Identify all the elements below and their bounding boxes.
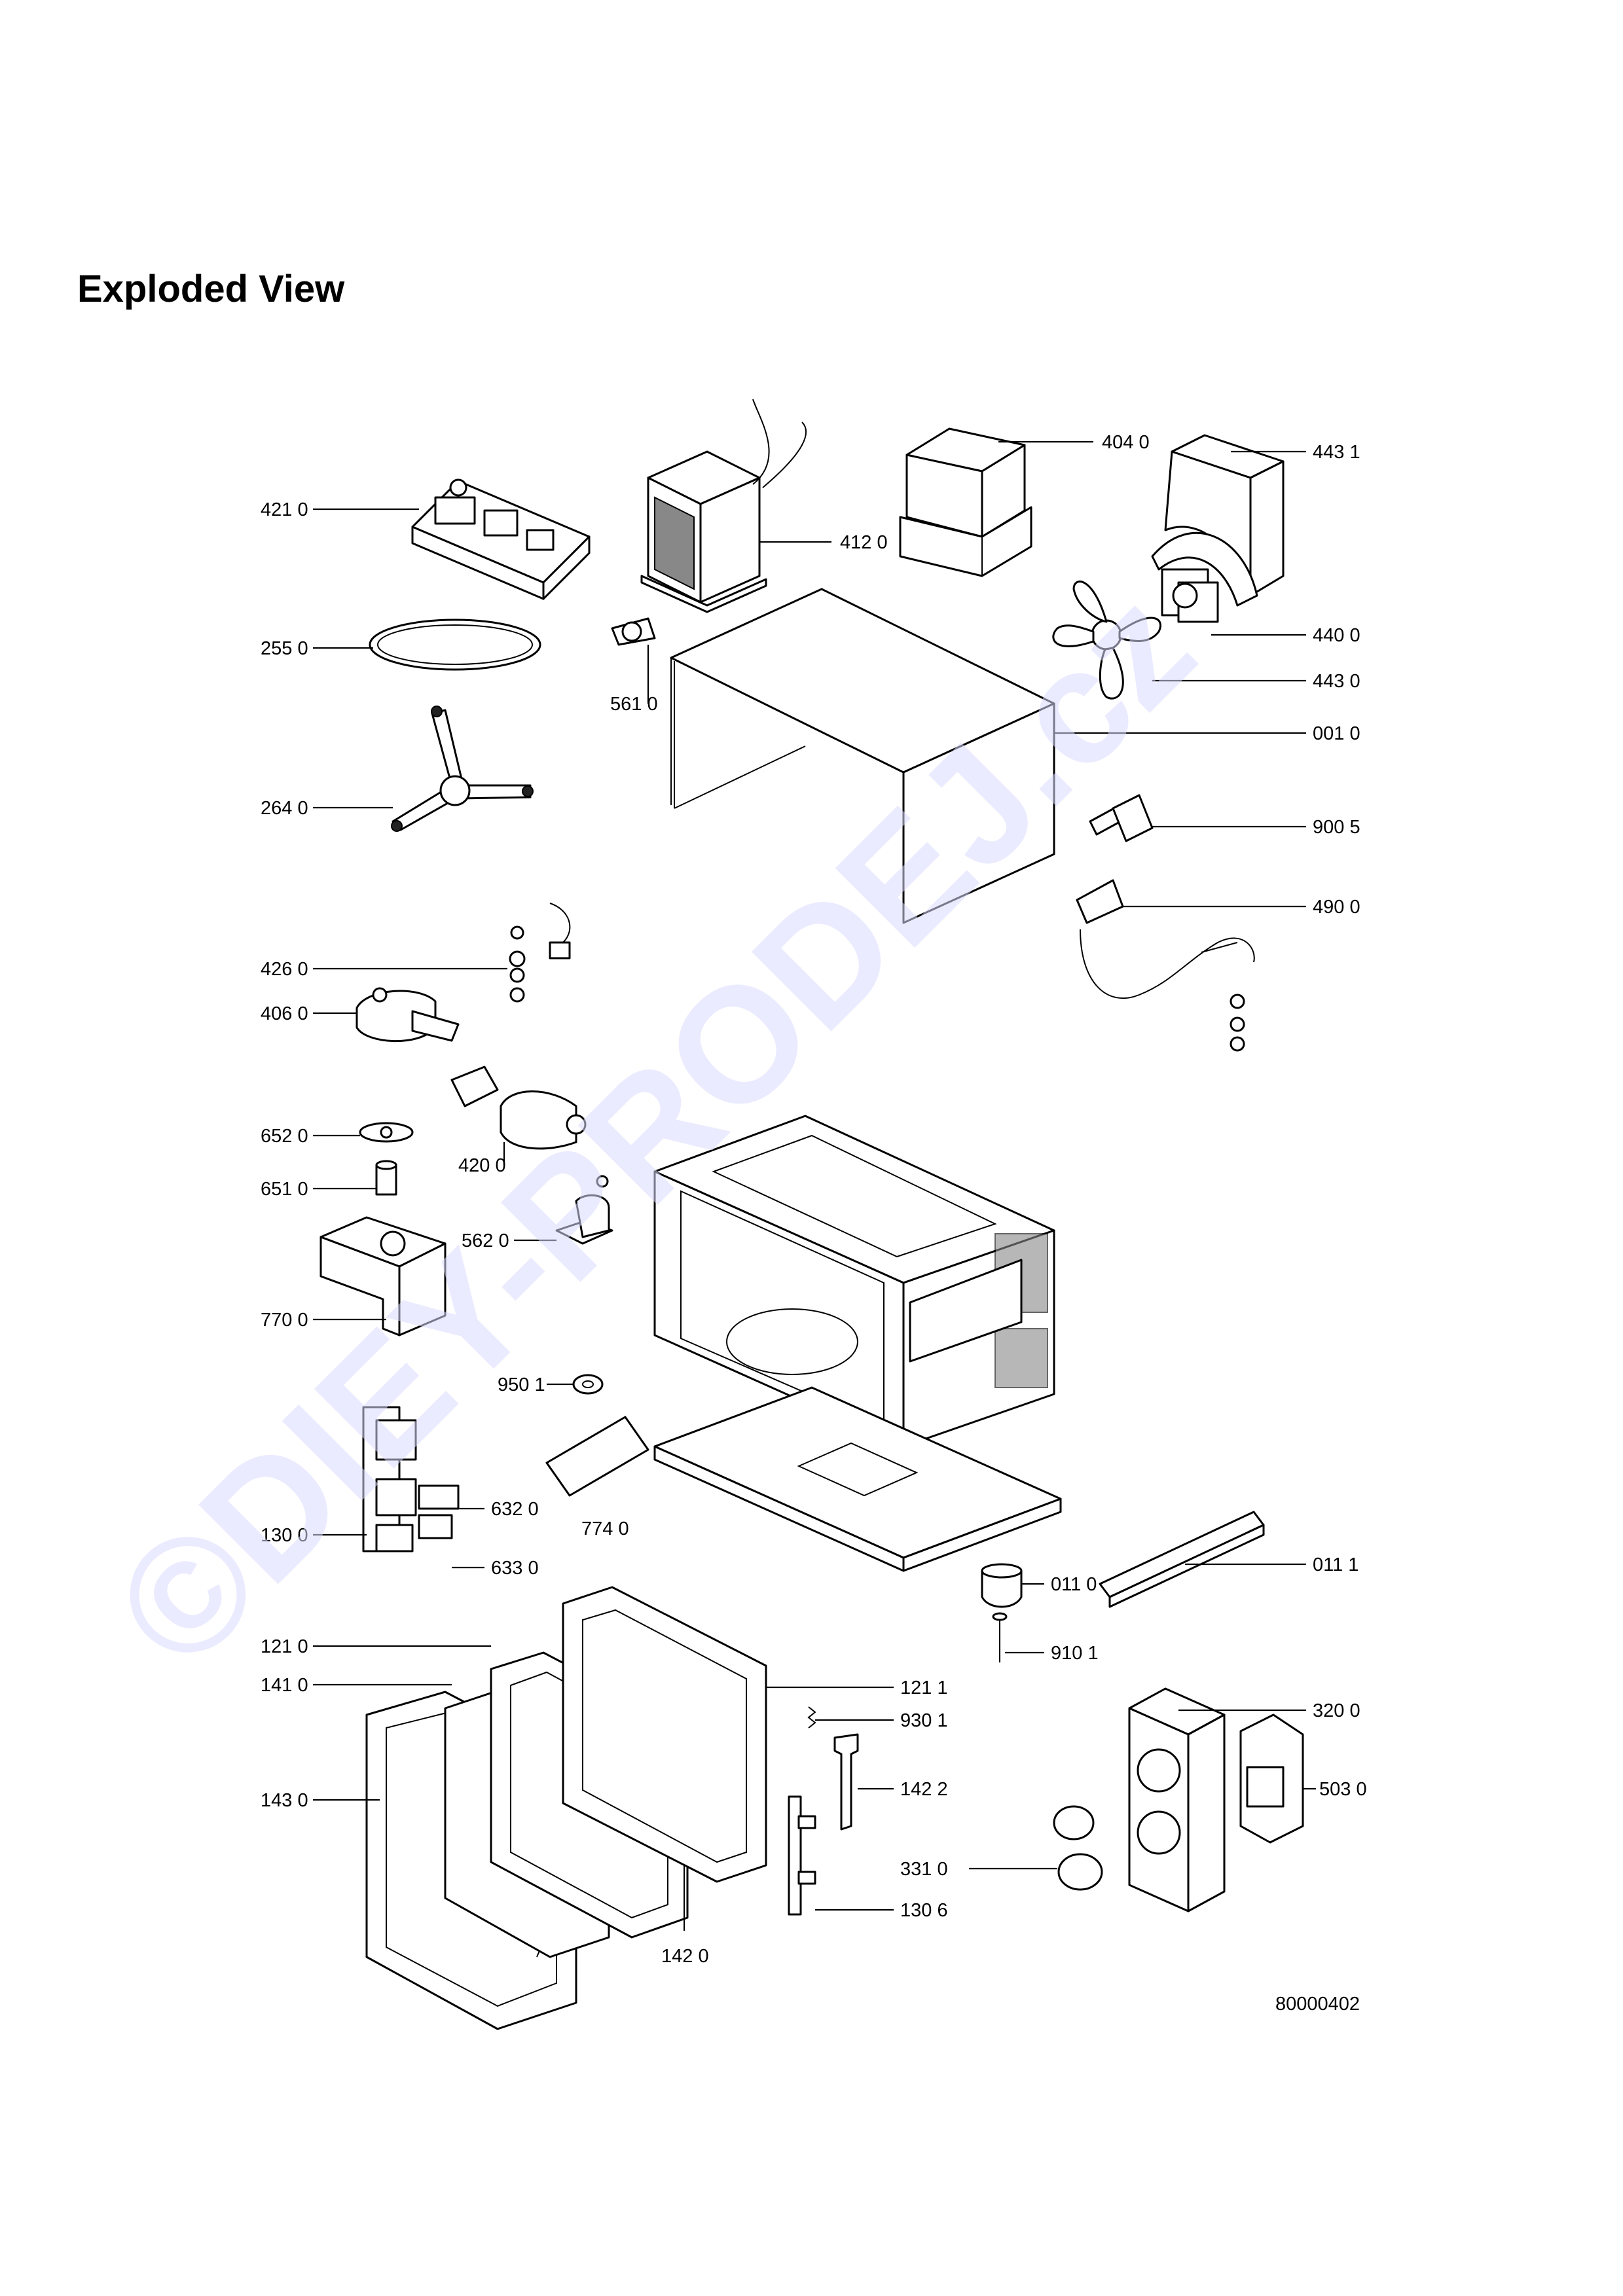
label-7740: 774 0 xyxy=(581,1518,629,1539)
label-9101: 910 1 xyxy=(1051,1643,1099,1664)
label-4210: 421 0 xyxy=(261,499,308,520)
part-1422-door-hook xyxy=(833,1733,859,1831)
label-4200: 420 0 xyxy=(458,1155,506,1176)
part-4060-turntable-motor xyxy=(356,987,460,1043)
label-4060: 406 0 xyxy=(261,1003,308,1024)
label-4430: 443 0 xyxy=(1313,671,1360,692)
part-3310-knobs xyxy=(1053,1805,1103,1891)
part-0111-rail xyxy=(1099,1511,1265,1608)
label-7700: 770 0 xyxy=(261,1310,308,1331)
part-6330-switch xyxy=(418,1514,453,1539)
label-6520: 652 0 xyxy=(261,1126,308,1147)
part-4260-fuse-holder xyxy=(509,903,571,1003)
part-2640-turntable-coupler xyxy=(391,706,534,832)
label-3200: 320 0 xyxy=(1313,1700,1360,1721)
label-0010: 001 0 xyxy=(1313,723,1360,744)
label-9501: 950 1 xyxy=(498,1374,545,1395)
part-6320-switch xyxy=(418,1484,460,1510)
part-0110-foot xyxy=(981,1563,1023,1608)
label-2640: 264 0 xyxy=(261,798,308,819)
label-6330: 633 0 xyxy=(491,1558,539,1579)
part-0010-outer-casing xyxy=(670,588,1055,924)
label-1410: 141 0 xyxy=(261,1675,308,1696)
part-3200-control-panel xyxy=(1128,1687,1226,1912)
part-7700-waveguide-cover xyxy=(319,1216,447,1336)
label-6320: 632 0 xyxy=(491,1499,539,1520)
part-5030-timer-module xyxy=(1239,1713,1304,1844)
label-9301: 930 1 xyxy=(900,1710,948,1731)
label-2550: 255 0 xyxy=(261,638,308,659)
label-0111: 011 1 xyxy=(1313,1554,1359,1575)
label-1300: 130 0 xyxy=(261,1525,308,1546)
part-2550-roller-ring xyxy=(369,619,541,671)
part-1300-interlock-assembly xyxy=(362,1406,417,1552)
label-5620: 562 0 xyxy=(462,1230,509,1251)
part-5620-thermostat xyxy=(555,1175,613,1245)
label-9005: 900 5 xyxy=(1313,817,1360,838)
part-1306-latch xyxy=(788,1795,816,1916)
label-1420: 142 0 xyxy=(661,1946,709,1967)
label-1430: 143 0 xyxy=(261,1790,308,1811)
part-9005-hinge-bracket xyxy=(1089,794,1154,842)
part-4120-transformer xyxy=(640,399,807,613)
label-3310: 331 0 xyxy=(900,1859,948,1880)
part-6510-stirrer-shaft xyxy=(375,1160,397,1196)
part-base-plate xyxy=(653,1386,1062,1572)
drawing-number: 80000402 xyxy=(1275,1994,1360,2015)
label-4431: 443 1 xyxy=(1313,442,1360,463)
label-4120: 412 0 xyxy=(840,532,888,553)
part-4430-fan-blade xyxy=(1052,581,1161,700)
part-5610-thermal-cutout xyxy=(611,617,656,646)
label-1211: 121 1 xyxy=(900,1677,948,1698)
label-0110: 011 0 xyxy=(1051,1574,1097,1595)
part-4210-circuit-board xyxy=(411,478,591,600)
label-5030: 503 0 xyxy=(1319,1779,1367,1800)
label-1306: 130 6 xyxy=(900,1900,948,1921)
label-5610: 561 0 xyxy=(610,694,658,715)
part-4040-magnetron xyxy=(899,427,1032,577)
part-oven-cavity xyxy=(653,1115,1055,1448)
label-4900: 490 0 xyxy=(1313,897,1360,918)
part-4200-capacitor xyxy=(450,1066,587,1150)
part-9501-washer xyxy=(572,1374,604,1395)
part-6520-stirrer-cap xyxy=(359,1122,414,1143)
part-4400-fan-motor xyxy=(1161,568,1219,623)
part-7740-mica-cover xyxy=(545,1416,649,1497)
label-4260: 426 0 xyxy=(261,959,308,980)
label-6510: 651 0 xyxy=(261,1179,308,1200)
label-1422: 142 2 xyxy=(900,1779,948,1800)
label-4040: 404 0 xyxy=(1102,432,1150,453)
part-9301-spring xyxy=(807,1706,816,1729)
page-title: Exploded View xyxy=(77,268,345,310)
part-4431-fan-duct xyxy=(1151,434,1285,607)
label-1210: 121 0 xyxy=(261,1636,308,1657)
leader-lines xyxy=(313,440,1316,1911)
label-4400: 440 0 xyxy=(1313,625,1360,646)
part-9101-screw xyxy=(992,1612,1008,1662)
part-1211-door-screen xyxy=(562,1586,767,1883)
